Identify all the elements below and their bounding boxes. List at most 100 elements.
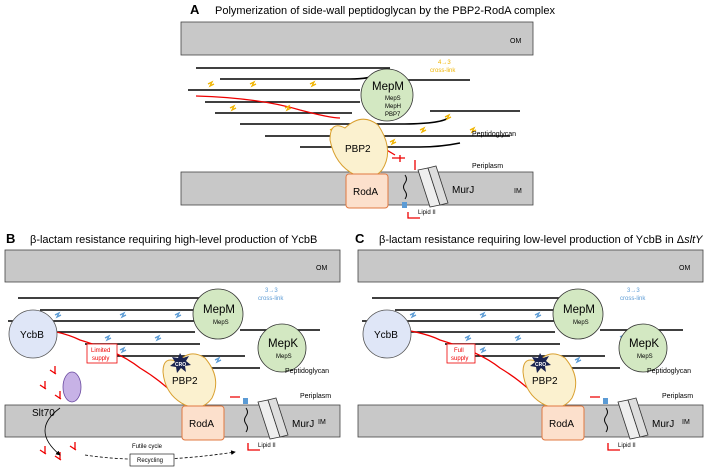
lipid-ii-head (603, 398, 608, 404)
panel-c-title-main: β-lactam resistance requiring low-level … (379, 234, 685, 246)
periplasm-label: Periplasm (300, 393, 331, 400)
mepm-label: MepM (372, 81, 404, 93)
pbp7-label: PBP7 (385, 112, 401, 118)
panel-b-title: β-lactam resistance requiring high-level… (30, 234, 317, 246)
pbp2-label: PBP2 (345, 144, 371, 155)
futile-cycle-label: Futile cycle (132, 444, 163, 450)
lipid-ii-label: Lipid II (418, 210, 436, 216)
roda-enzyme (181, 405, 225, 441)
murj-label: MurJ (652, 419, 674, 430)
mepm-enzyme (552, 288, 604, 340)
supply-line1: Full (454, 348, 464, 354)
recycling-box (129, 453, 175, 467)
peptidoglycan-label: Peptidoglycan (285, 368, 329, 375)
mepm-enzyme (360, 68, 414, 122)
mepk-enzyme (618, 323, 668, 373)
peptidoglycan-label: Peptidoglycan (472, 131, 516, 138)
recycling-label: Recycling (137, 458, 163, 464)
im-label: IM (682, 419, 690, 426)
panel-c-title: β-lactam resistance requiring low-level … (379, 234, 703, 246)
panel-c-letter: C (355, 231, 365, 246)
meps2-label: MepS (637, 354, 653, 360)
lipid-ii-new (407, 212, 420, 219)
outer-membrane (357, 249, 704, 283)
crosslink-33-bottom: cross-link (258, 296, 284, 302)
om-label: OM (679, 265, 690, 272)
lipid-ii-head (402, 202, 407, 208)
mepk-label: MepK (268, 338, 298, 350)
cro-star (170, 353, 191, 373)
release-arrow (44, 407, 61, 456)
mepm-label: MepM (203, 304, 235, 316)
pbp2-label: PBP2 (532, 376, 558, 387)
murj-label: MurJ (292, 419, 314, 430)
meps2-label: MepS (276, 354, 292, 360)
slt70-label: Slt70 (32, 408, 55, 419)
roda-label: RodA (353, 187, 378, 198)
crosslink-43-top: 4→3 (438, 60, 451, 66)
slt70-enzyme (62, 371, 82, 403)
panel-c-title-gene: sltY (684, 234, 703, 246)
meps-label: MepS (213, 320, 229, 326)
meps-label: MepS (385, 96, 401, 102)
lipid-ii-tail (403, 174, 407, 200)
lipid-ii-head (243, 398, 248, 404)
panel-a: A Polymerization of side-wall peptidogly… (180, 2, 555, 219)
cro-star (530, 353, 551, 373)
lipid-ii-label: Lipid II (618, 443, 636, 449)
outer-membrane (4, 249, 341, 283)
crosslink-43-bottom: cross-link (430, 68, 456, 74)
ycbb-label: YcbB (20, 330, 44, 341)
om-label: OM (510, 38, 521, 45)
cro-label: CRO (175, 362, 186, 368)
outer-membrane (180, 21, 534, 56)
roda-label: RodA (189, 419, 214, 430)
glycan-strands (188, 67, 520, 148)
cro-label: CRO (535, 362, 546, 368)
supply-box (446, 343, 476, 364)
im-label: IM (514, 188, 522, 195)
murj-transporter (417, 165, 449, 208)
om-label: OM (316, 265, 327, 272)
crosslink-33-bottom: cross-link (620, 296, 646, 302)
mepk-enzyme (257, 323, 307, 373)
panel-a-title: Polymerization of side-wall peptidoglyca… (215, 5, 555, 17)
supply-line2: supply (451, 356, 468, 362)
supply-box (86, 343, 118, 364)
panel-b: B β-lactam resistance requiring high-lev… (4, 231, 341, 467)
crosslink-33-top: 3→3 (265, 288, 278, 294)
ycbb-enzyme (8, 309, 58, 359)
roda-label: RodA (549, 419, 574, 430)
panel-a-letter: A (190, 2, 200, 17)
lipid-ii-peptides (392, 155, 416, 170)
supply-line2: supply (92, 356, 109, 362)
lipid-ii-tail (604, 407, 608, 433)
periplasm-label: Periplasm (662, 393, 693, 400)
meph-label: MepH (385, 104, 401, 110)
ycbb-enzyme (362, 309, 412, 359)
ycbb-label: YcbB (374, 330, 398, 341)
murj-transporter (257, 397, 289, 440)
roda-enzyme (345, 173, 389, 209)
crosslink-33-top: 3→3 (627, 288, 640, 294)
periplasm-label: Periplasm (472, 163, 503, 170)
lipid-ii-peptides (230, 396, 260, 451)
supply-line1: Limited (91, 348, 110, 354)
mepm-label: MepM (563, 304, 595, 316)
mepm-enzyme (192, 288, 244, 340)
im-label: IM (318, 419, 326, 426)
murj-transporter (617, 397, 649, 440)
roda-enzyme (541, 405, 585, 441)
lipid-ii-label: Lipid II (258, 443, 276, 449)
lipid-ii-tail (244, 407, 248, 433)
pbp2-label: PBP2 (172, 376, 198, 387)
meps-label: MepS (573, 320, 589, 326)
panel-b-letter: B (6, 231, 15, 246)
new-glycan-strand (195, 95, 341, 119)
panel-c: C β-lactam resistance requiring low-leve… (355, 231, 704, 451)
mepk-label: MepK (629, 338, 659, 350)
released-fragments (39, 366, 77, 461)
murj-label: MurJ (452, 185, 474, 196)
lipid-ii-peptides (590, 396, 620, 451)
